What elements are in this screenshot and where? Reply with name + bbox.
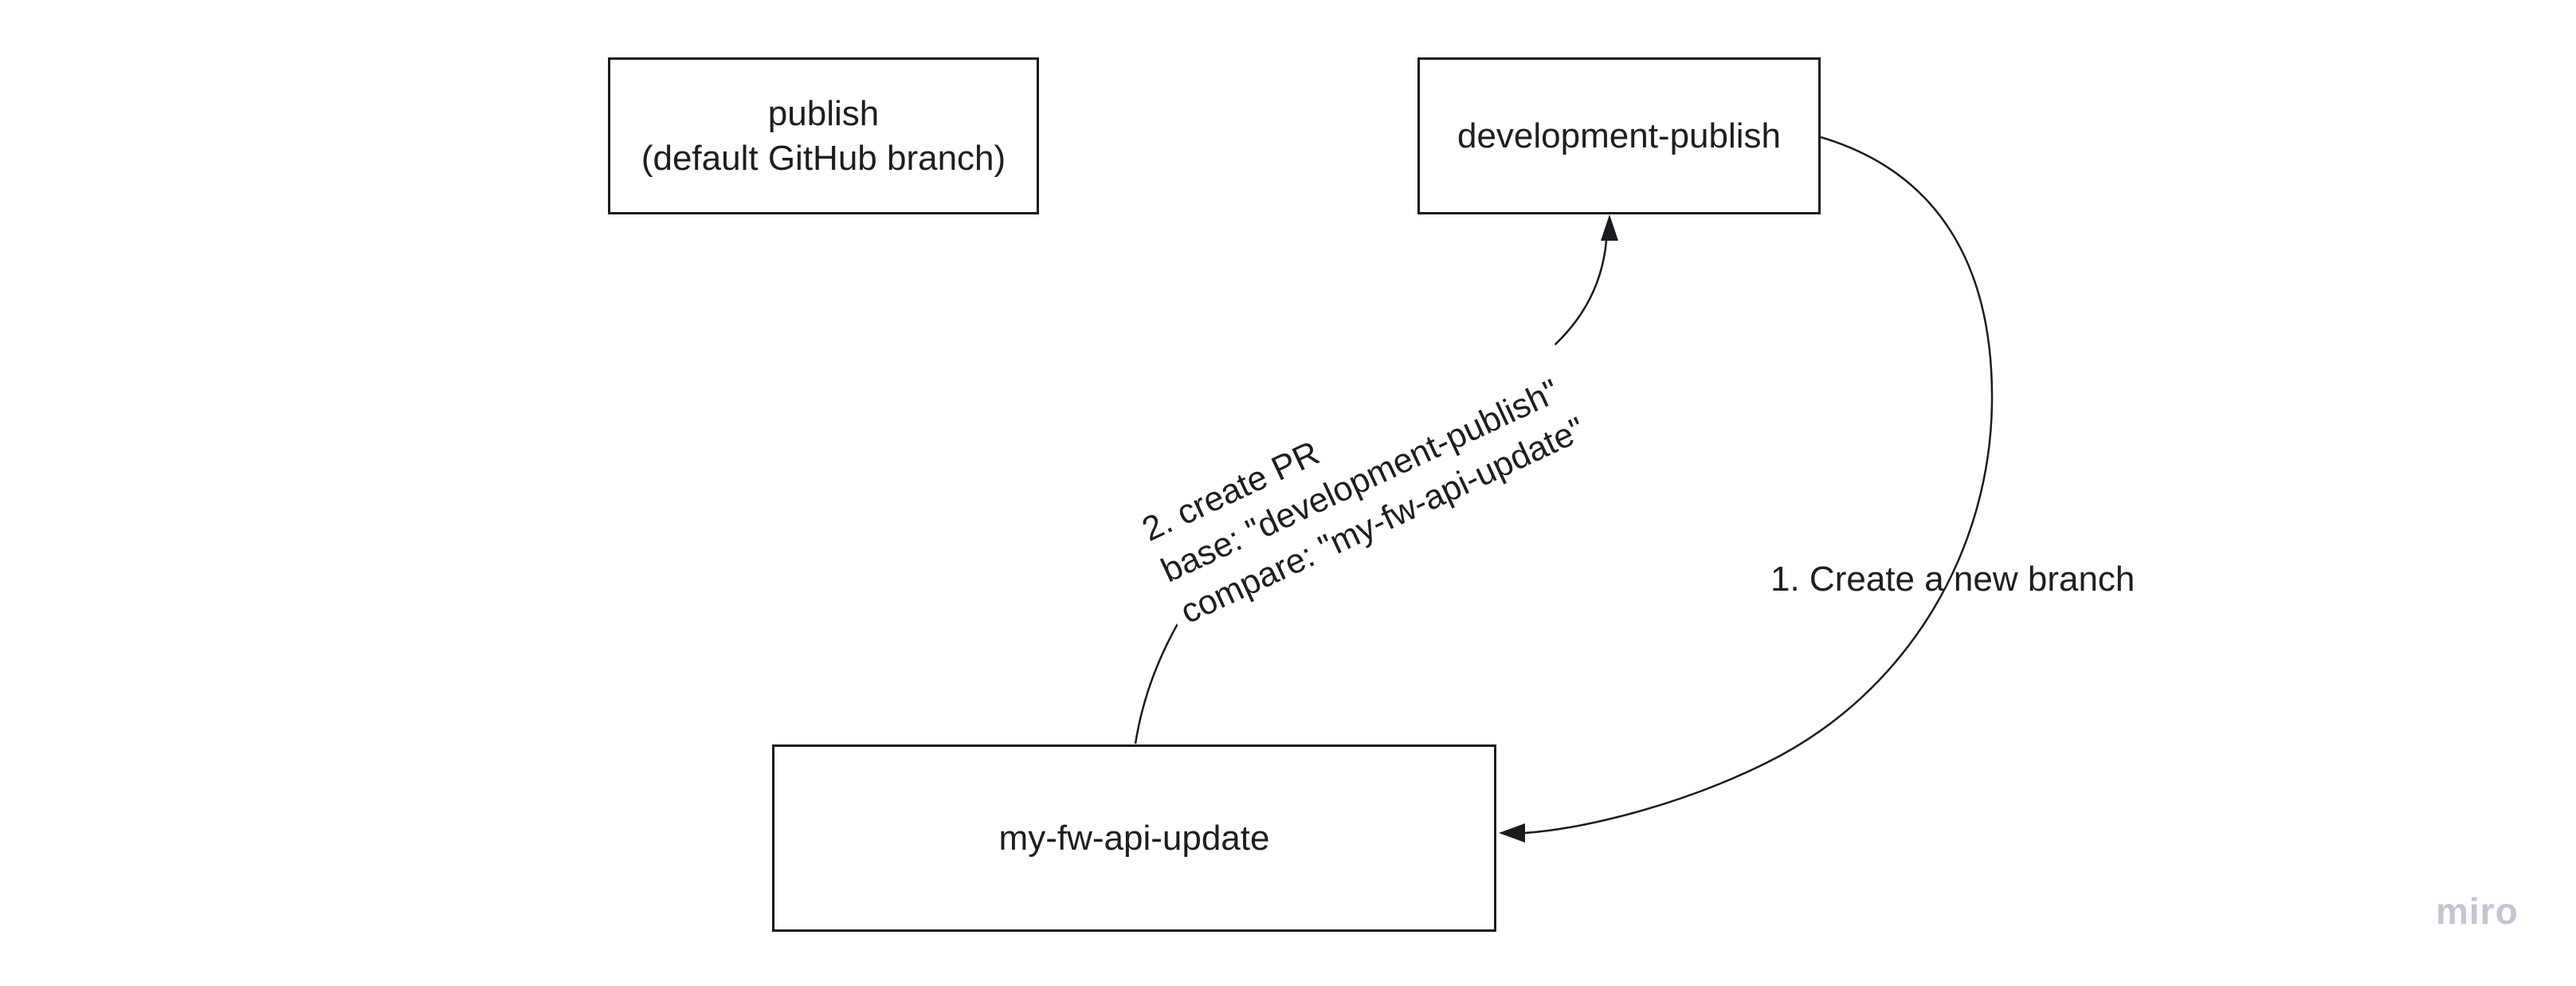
- connector-create-branch-label[interactable]: 1. Create a new branch: [1770, 560, 2135, 599]
- shape-publish-label: publish (default GitHub branch): [641, 92, 1006, 181]
- shape-publish-label-line1: publish: [767, 93, 880, 133]
- shape-my-fw-api-update-label: my-fw-api-update: [998, 818, 1270, 858]
- connector-create-branch-arrowhead: [1499, 823, 1525, 843]
- miro-watermark-logo: miro: [2436, 890, 2519, 932]
- connector-create-branch[interactable]: [1499, 136, 1994, 843]
- shape-development-publish-label: development-publish: [1457, 116, 1782, 155]
- connector-create-branch-line[interactable]: [1524, 136, 1994, 835]
- shape-my-fw-api-update[interactable]: my-fw-api-update: [772, 744, 1496, 932]
- shape-publish[interactable]: publish (default GitHub branch): [608, 57, 1039, 214]
- shape-publish-label-line2: (default GitHub branch): [641, 138, 1006, 178]
- connector-create-pr-arrowhead: [1601, 214, 1618, 241]
- shape-development-publish[interactable]: development-publish: [1417, 57, 1821, 214]
